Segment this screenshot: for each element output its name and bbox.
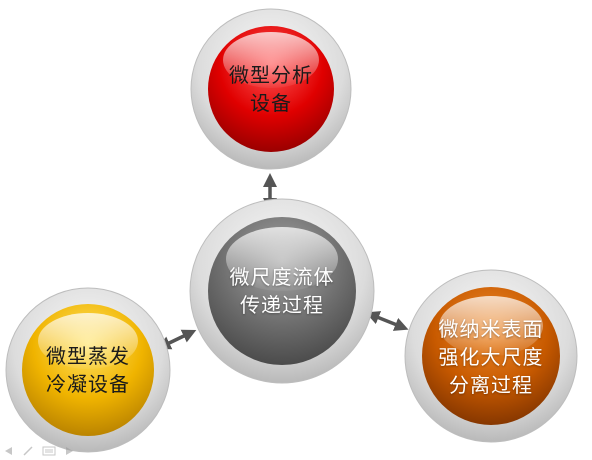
connector-left [156, 329, 197, 350]
next-icon[interactable] [64, 446, 76, 456]
node-right-circle [422, 287, 560, 425]
menu-icon[interactable] [42, 446, 56, 456]
slideshow-controls [2, 446, 76, 456]
node-left-circle [22, 304, 154, 436]
node-top-circle [208, 26, 334, 152]
node-center-circle [208, 217, 356, 365]
connector-right [365, 311, 409, 331]
pen-icon[interactable] [22, 446, 34, 456]
previous-icon[interactable] [2, 446, 14, 456]
